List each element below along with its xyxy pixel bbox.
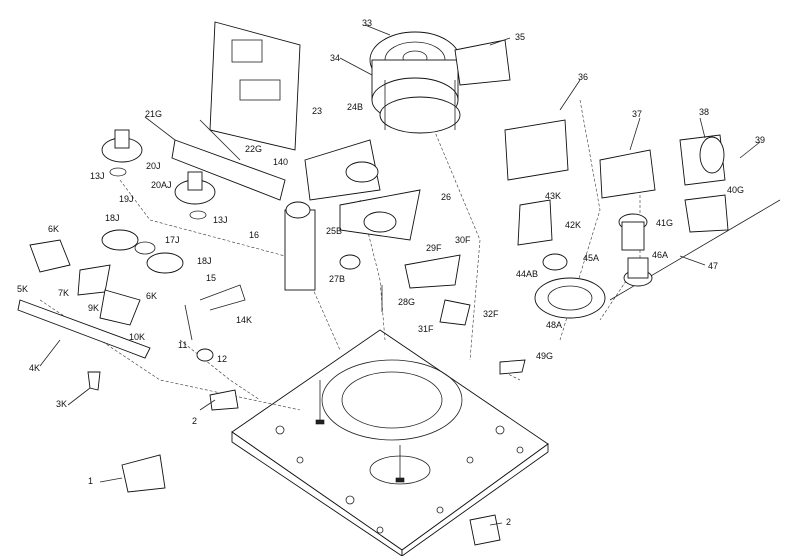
label-46a: 46A (652, 250, 669, 260)
label-49g: 49G (536, 351, 554, 361)
circuit-board (209, 21, 301, 151)
main-chassis (231, 329, 549, 556)
label-25b: 25B (326, 226, 343, 236)
label-33: 33 (362, 18, 373, 28)
label-39: 39 (755, 135, 766, 145)
label-6k-top: 6K (48, 224, 60, 234)
bottom-parts (121, 389, 501, 546)
label-16: 16 (249, 230, 260, 240)
label-140: 140 (273, 157, 289, 167)
label-18j-left: 18J (105, 213, 120, 223)
label-24b: 24B (347, 102, 364, 112)
label-1: 1 (88, 476, 94, 486)
label-15: 15 (206, 273, 217, 283)
label-18j-right: 18J (197, 256, 212, 266)
label-17j: 17J (165, 235, 180, 245)
label-2-right: 2 (506, 517, 512, 527)
label-42k: 42K (565, 220, 582, 230)
mid-assemblies (284, 139, 471, 326)
label-32f: 32F (483, 309, 499, 319)
drum-assembly (369, 31, 461, 134)
label-9k: 9K (88, 303, 100, 313)
label-10k: 10K (129, 332, 146, 342)
label-30f: 30F (455, 235, 471, 245)
label-29f: 29F (426, 243, 442, 253)
label-13j-bottom: 13J (213, 215, 228, 225)
label-40g: 40G (727, 185, 745, 195)
left-levers (17, 239, 246, 391)
label-36: 36 (578, 72, 589, 82)
label-19j: 19J (119, 194, 134, 204)
label-47: 47 (708, 261, 719, 271)
label-11: 11 (178, 340, 188, 350)
label-21g: 21G (145, 109, 163, 119)
label-5k: 5K (17, 284, 29, 294)
label-2-left: 2 (192, 416, 198, 426)
label-26: 26 (441, 192, 452, 202)
label-14k: 14K (236, 315, 253, 325)
leader-lines (39, 24, 761, 526)
label-13j-top: 13J (90, 171, 105, 181)
label-20j: 20J (146, 161, 161, 171)
label-44ab: 44AB (516, 269, 539, 279)
label-22g: 22G (245, 144, 263, 154)
right-assemblies (454, 39, 729, 375)
label-6k-mid: 6K (146, 291, 158, 301)
label-43k: 43K (545, 191, 562, 201)
bracket-21g (171, 119, 286, 201)
label-31f: 31F (418, 324, 434, 334)
label-12: 12 (217, 354, 228, 364)
label-20aj: 20AJ (151, 180, 172, 190)
label-38: 38 (699, 107, 710, 117)
label-35: 35 (515, 32, 526, 42)
label-41g: 41G (656, 218, 674, 228)
label-27b: 27B (329, 274, 346, 284)
label-7k: 7K (58, 288, 70, 298)
gears-left (101, 129, 216, 274)
label-4k: 4K (29, 363, 41, 373)
label-34: 34 (330, 53, 341, 63)
label-23: 23 (312, 106, 323, 116)
label-3k: 3K (56, 399, 68, 409)
label-45a: 45A (583, 253, 600, 263)
label-37: 37 (632, 109, 643, 119)
label-48a: 48A (546, 320, 563, 330)
label-28g: 28G (398, 297, 416, 307)
